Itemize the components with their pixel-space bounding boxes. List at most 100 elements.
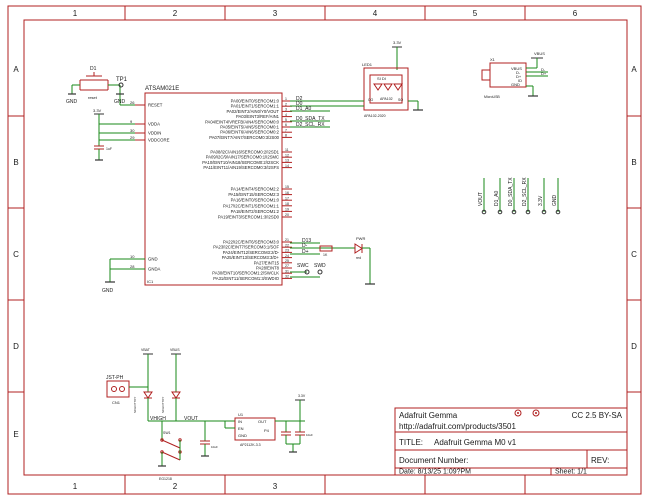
dotstar-ref: LED1 xyxy=(362,62,373,67)
drawing-frame xyxy=(7,5,642,495)
usb-pin: ID xyxy=(518,78,522,83)
switch-part: EG1218 xyxy=(159,477,172,481)
test-pad-label: D0_SDA_TX xyxy=(508,177,514,206)
column-label: 1 xyxy=(73,9,78,18)
reg-pin: GND xyxy=(238,433,247,438)
test-pad xyxy=(497,209,503,215)
mcu-name: ATSAM021E xyxy=(145,86,179,92)
mcu-pin-label: PA24/EINT12/SERCOM3:2/D- xyxy=(223,250,280,255)
dotstar-chip: APA102-2020 xyxy=(364,114,386,118)
row-labels-left: A B C D E xyxy=(13,65,19,439)
net-sda: D0_SDA_TX xyxy=(296,116,325,122)
test-pad-label: D1_A0 xyxy=(494,190,500,206)
mcu-pin-number: 18 xyxy=(285,202,289,206)
row-label: D xyxy=(631,342,637,351)
mcu-pin-label: GNDA xyxy=(148,267,161,272)
jst-label: JST-PH xyxy=(106,375,124,381)
dotstar-pin: DI xyxy=(382,76,386,81)
net-dminus: D- xyxy=(302,243,308,249)
mcu-pin-label: PA27/EINT15 xyxy=(254,260,280,265)
test-pad-label: 3.3V xyxy=(538,195,544,206)
mcu-pin-label: VDDA xyxy=(148,122,160,127)
dotstar-pin: CO xyxy=(368,98,374,102)
test-pad xyxy=(481,209,487,215)
mcu-pin-label: PA16/EINT0/SERCOM1:0 xyxy=(231,198,280,203)
mcu-pin-label: PA22/I2C/EINT6/SERCOM3:0 xyxy=(223,240,280,245)
mcu-ref: IC1 xyxy=(147,279,154,284)
reg-pin: EN xyxy=(238,426,244,431)
mcu-pin-number: 14 xyxy=(285,164,289,168)
mcu-pin-number: 29 xyxy=(130,135,135,140)
ldo-regulator: U1 IN EN GND OUT P4 AP2112K-3.3 xyxy=(224,412,305,447)
company-name: Adafruit Gemma xyxy=(399,411,458,420)
mcu-pin-number: 3 xyxy=(285,108,287,112)
test-pad xyxy=(555,209,561,215)
jst-ref: CN1 xyxy=(112,400,121,405)
usb-pin: D- xyxy=(516,70,521,75)
mcu-pin-number: 32 xyxy=(285,275,289,279)
test-pad xyxy=(511,209,517,215)
reg-pin: P4 xyxy=(264,428,270,433)
column-label: 3 xyxy=(273,9,278,18)
mcu-pin-label: PA14/EINT4/SERCOM2:2 xyxy=(231,187,280,192)
net-d2: D2 xyxy=(296,96,303,102)
mcu-pin-label: RESET xyxy=(148,103,163,108)
row-label: B xyxy=(13,158,18,167)
mcu-pin-number: 6 xyxy=(285,123,287,127)
mcu-pin-label: PA19/EINT3/SERCOM1:3/I2SD0 xyxy=(218,215,280,220)
title-label: TITLE: xyxy=(399,438,423,447)
mcu-pin-label: PA07/EINT7/AIN7/SERCOM0:3/2S00 xyxy=(209,135,279,140)
mcu-pin-label: PA02/EINT2/AIN0/Y0/VOUT xyxy=(226,109,279,114)
net-dplus: D+ xyxy=(541,71,547,76)
vbus-label: VBUS xyxy=(170,348,180,352)
mcu-pin-label: PA04/EINT4/VREFB/AIN4/SERCOM0:0 xyxy=(205,119,280,124)
net-vout: VOUT xyxy=(184,416,198,422)
mcu-pin-number: 17 xyxy=(285,196,289,200)
mcu-pin-number: 21 xyxy=(285,238,289,242)
mcu-pin-number: 13 xyxy=(285,159,289,163)
mcu-pin-label: PA11/EINT11/AIN19/SERCOM0:3/I2SFS xyxy=(203,165,279,170)
mcu-pin-number: 19 xyxy=(285,208,289,212)
mcu-pin-number: 7 xyxy=(285,128,287,132)
date-text: Date: 8/13/25 1:09?PM xyxy=(399,469,471,476)
mcu-pin-number: 5 xyxy=(285,118,287,122)
testpoint-tp1: TP1 xyxy=(116,77,128,88)
row-label: C xyxy=(13,250,19,259)
mcu-pin-label: PA06/EINT6/AIN6/SERCOM0:2 xyxy=(220,130,279,135)
net-swd: SWD xyxy=(314,263,326,269)
mcu-gnd-wiring: GND xyxy=(102,258,145,294)
battery-connector: JST-PH CN1 xyxy=(106,375,148,405)
reset-button-ref: D1 xyxy=(90,66,97,72)
license-text: CC 2.5 BY-SA xyxy=(572,411,623,420)
reset-button-label: reset xyxy=(88,95,98,100)
mcu-pin-label: PA25/EINT13/SERCOM3:3/D+ xyxy=(222,255,280,260)
mcu-pin-label: PA00/EINT0/SERCOM1:0 xyxy=(231,99,280,104)
vbat-label: VBAT xyxy=(141,348,151,352)
mcu-pin-number: 26 xyxy=(130,100,135,105)
net-vhigh: VHIGH xyxy=(150,416,166,422)
dotstar-pin: SO xyxy=(398,98,403,102)
diode-label: SCHOTTKY xyxy=(133,397,137,413)
mcu-pin-number: 1 xyxy=(285,97,287,101)
net-d13: D13 xyxy=(302,238,311,244)
mcu-pin-label: PA08/I2C/AIN16/SERCOM0:2/I2SD1 xyxy=(210,150,279,155)
cap-value: 10uF xyxy=(306,433,313,437)
mcu-pin-number: 12 xyxy=(285,153,289,157)
row-label: B xyxy=(631,158,636,167)
column-label: 3 xyxy=(273,482,278,491)
cap-value: 10uF xyxy=(211,445,218,449)
net-dminus: D- xyxy=(541,67,546,72)
reset-button-symbol: D1 reset GND GND xyxy=(66,66,145,106)
mcu-pin-label: VDDIN xyxy=(148,131,161,136)
mcu-pin-label: PA17/I2C/EINT1/SERCOM1:1 xyxy=(223,203,280,208)
gnd-label: GND xyxy=(114,99,126,105)
column-label: 6 xyxy=(573,9,578,18)
test-pad xyxy=(525,209,531,215)
dotstar-part: APA102 xyxy=(380,97,393,101)
mcu-pin-number: 22 xyxy=(285,243,289,247)
vbus-label: VBUS xyxy=(534,51,545,56)
row-label: C xyxy=(631,250,637,259)
mcu-pin-label: PA03/EINT3/REF/AIN1 xyxy=(236,114,280,119)
